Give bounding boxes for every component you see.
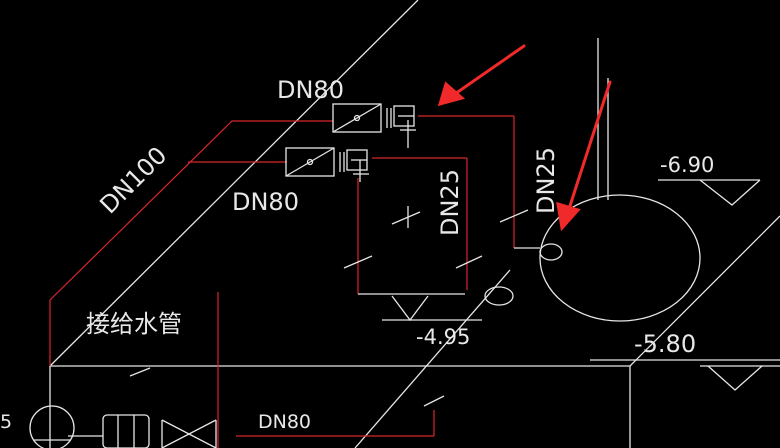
annotation-arrow-2 <box>556 80 612 232</box>
label-connect-pipe: 接给水管 <box>86 310 182 338</box>
label-elev-580: -5.80 <box>634 330 696 358</box>
label-dn25-left: DN25 <box>436 169 464 236</box>
pipe-dn100-upper <box>49 120 333 366</box>
diagonal-wall-line <box>49 0 419 367</box>
elevation-marker-495 <box>382 295 482 322</box>
pump-symbol <box>29 405 75 448</box>
slash-markers <box>129 206 529 407</box>
elevation-marker-690 <box>658 179 761 206</box>
label-edge-digit: 5 <box>0 411 12 433</box>
label-elev-690: -6.90 <box>660 153 714 177</box>
red-piping <box>49 115 515 448</box>
fitting-ellipse-lower <box>484 286 514 306</box>
annotation-arrow-1 <box>437 44 526 107</box>
elevation-marker-580 <box>700 365 780 391</box>
label-dn80-bottom: DN80 <box>258 411 311 433</box>
label-dn80-mid: DN80 <box>232 188 299 216</box>
well-circle <box>539 194 701 322</box>
gate-valve-symbol <box>161 419 217 448</box>
label-dn100: DN100 <box>94 141 172 219</box>
label-dn80-top: DN80 <box>277 76 344 104</box>
label-elev-495: -4.95 <box>416 325 470 349</box>
valve-lower <box>339 149 369 175</box>
water-meter-lower <box>285 147 335 177</box>
connection-lines <box>358 120 540 295</box>
valve-upper <box>386 105 416 131</box>
water-meter-upper <box>332 103 382 133</box>
fitting-ellipse-right <box>539 243 563 261</box>
diagonal-lower-line <box>354 269 511 448</box>
diagonal-right-line <box>629 215 780 367</box>
label-dn25-right: DN25 <box>532 147 560 214</box>
structure-lines <box>49 0 780 448</box>
check-valve-symbol <box>102 414 150 448</box>
